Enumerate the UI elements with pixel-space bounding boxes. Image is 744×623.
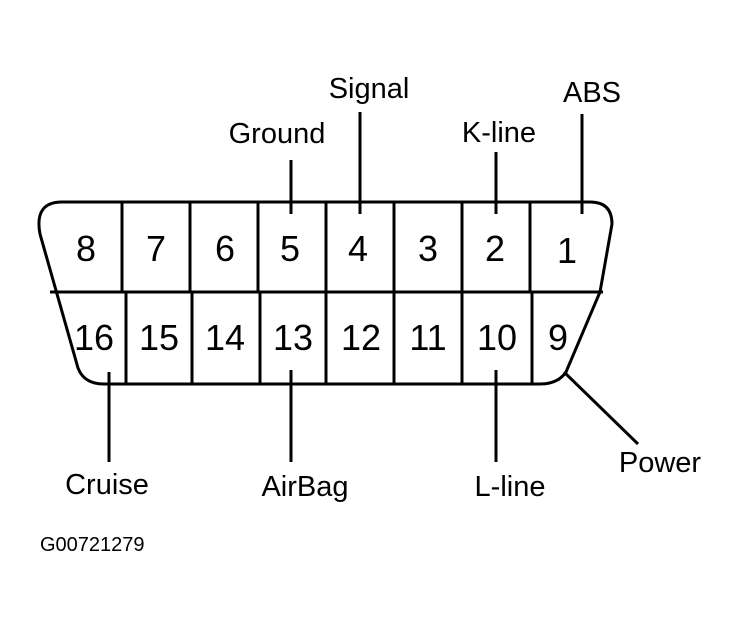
label-k-line: K-line bbox=[462, 117, 536, 149]
pin-12: 12 bbox=[341, 317, 381, 358]
leader-lines bbox=[107, 112, 640, 462]
label-cruise: Cruise bbox=[65, 469, 149, 501]
pin-2: 2 bbox=[485, 228, 505, 269]
signal-labels: Signal ABS Ground K-line Cruise AirBag L… bbox=[65, 73, 701, 503]
pin-10: 10 bbox=[477, 317, 517, 358]
top-row-pins: 8 7 6 5 4 3 2 1 bbox=[76, 228, 577, 271]
pin-11: 11 bbox=[409, 317, 446, 358]
pin-16: 16 bbox=[74, 317, 114, 358]
label-l-line: L-line bbox=[475, 471, 546, 503]
bottom-row-separators bbox=[124, 292, 534, 384]
label-power: Power bbox=[619, 447, 702, 479]
label-airbag: AirBag bbox=[261, 471, 348, 503]
pin-9: 9 bbox=[548, 317, 568, 358]
pin-14: 14 bbox=[205, 317, 245, 358]
label-signal: Signal bbox=[329, 73, 410, 105]
leader-power bbox=[562, 370, 640, 446]
label-ground: Ground bbox=[229, 118, 326, 150]
pin-8: 8 bbox=[76, 228, 96, 269]
pin-5: 5 bbox=[280, 228, 300, 269]
pin-4: 4 bbox=[348, 228, 368, 269]
top-row-separators bbox=[120, 202, 532, 292]
pin-13: 13 bbox=[273, 317, 313, 358]
pin-1: 1 bbox=[557, 230, 577, 271]
pin-3: 3 bbox=[418, 228, 438, 269]
bottom-row-pins: 16 15 14 13 12 11 10 9 bbox=[74, 317, 568, 358]
pin-15: 15 bbox=[139, 317, 179, 358]
pin-6: 6 bbox=[215, 228, 235, 269]
pin-7: 7 bbox=[146, 228, 166, 269]
label-abs: ABS bbox=[563, 77, 621, 109]
figure-id: G00721279 bbox=[40, 534, 145, 556]
connector-outline bbox=[37, 200, 614, 386]
